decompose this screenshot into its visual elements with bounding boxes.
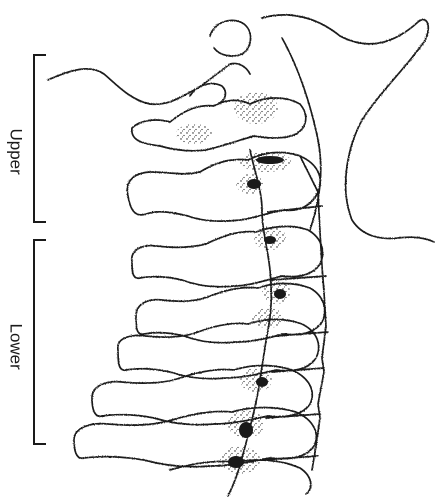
vertebral-bodies [300, 156, 326, 470]
lower-bracket [34, 240, 46, 444]
lower-label: Lower [8, 324, 25, 364]
vertebra-c6 [92, 366, 312, 425]
dens [190, 84, 225, 104]
upper-bracket [34, 55, 46, 222]
upper-label: Upper [8, 129, 25, 169]
throat-line [282, 38, 321, 230]
mastoid-outline [210, 20, 251, 56]
vertebra-c1 [132, 98, 306, 151]
skull-outline [48, 63, 250, 104]
